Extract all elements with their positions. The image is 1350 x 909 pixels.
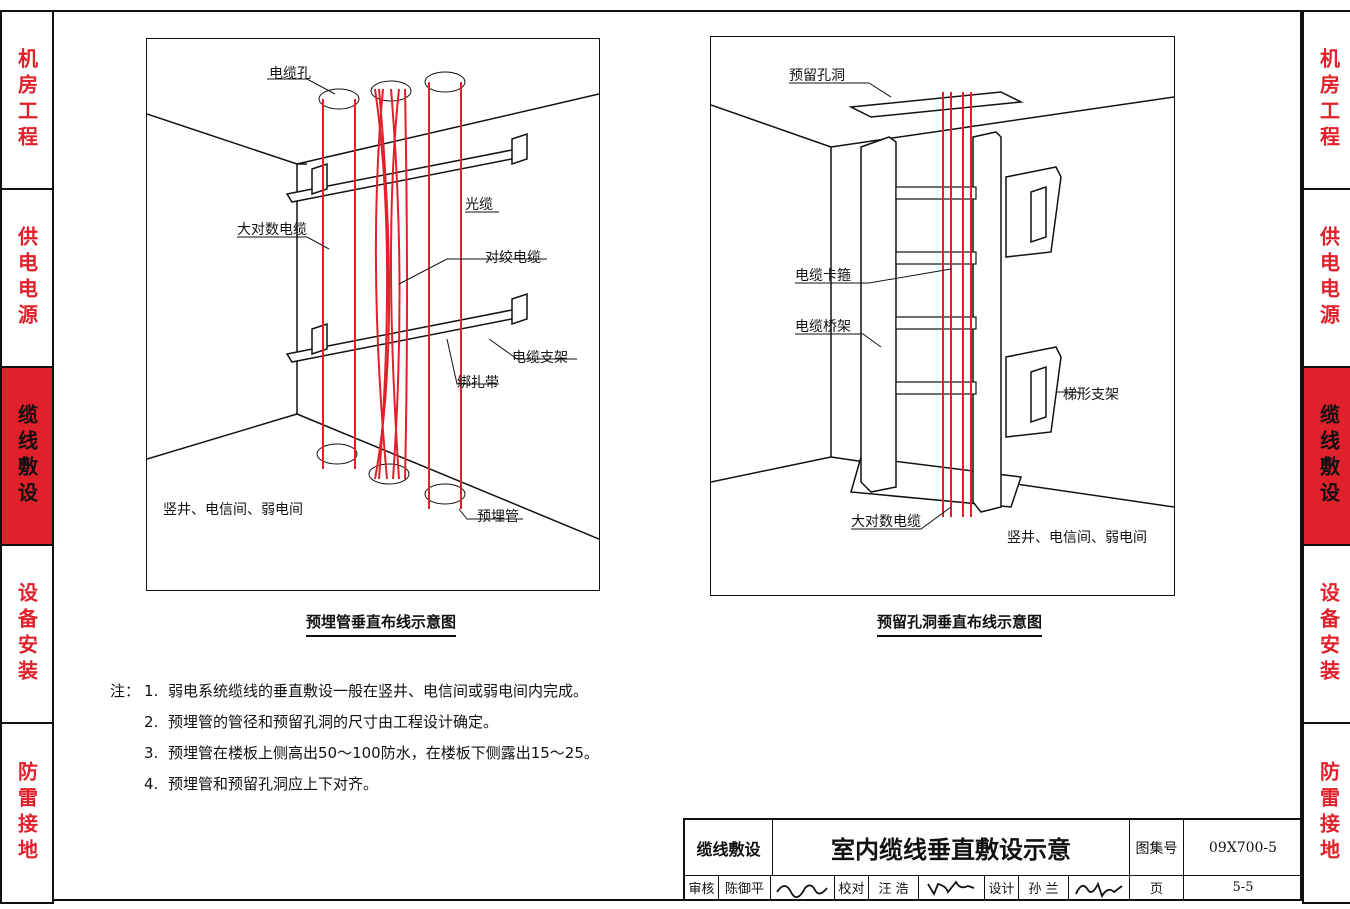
check-label: 校对: [835, 876, 869, 899]
designer-signature: [1069, 876, 1130, 899]
notes-block: 注： 1. 弱电系统缆线的垂直敷设一般在竖井、电信间或弱电间内完成。 2. 预埋…: [110, 676, 599, 800]
note-item: 2. 预埋管的管径和预留孔洞的尺寸由工程设计确定。: [144, 713, 499, 731]
note-item: 4. 预埋管和预留孔洞应上下对齐。: [144, 775, 379, 793]
reserved-hole-drawing: [711, 82, 1174, 530]
side-tab-power-supply[interactable]: 供电电源: [2, 190, 52, 368]
left-section-tabs: 机房工程 供电电源 缆线敷设 设备安装 防雷接地: [0, 10, 54, 904]
atlas-number-label: 图集号: [1130, 820, 1184, 876]
designer-name: 孙 兰: [1019, 876, 1069, 899]
side-tab-cable-laying[interactable]: 缆线敷设: [1304, 368, 1350, 546]
title-block: 缆线敷设 室内缆线垂直敷设示意 图集号 09X700-5 审核 陈御平 校对 汪…: [683, 818, 1302, 899]
label-cable-support: 电缆支架: [512, 350, 568, 366]
side-tab-equipment-install[interactable]: 设备安装: [1304, 546, 1350, 724]
reviewer-name: 陈御平: [719, 876, 771, 899]
label-embedded-pipe: 预埋管: [477, 509, 519, 525]
reviewer-signature: [771, 876, 835, 899]
label-twisted-pair-cable: 对绞电缆: [485, 250, 541, 266]
label-large-pair-cable: 大对数电缆: [237, 222, 307, 238]
label-cable-tie: 绑扎带: [457, 375, 499, 391]
label-large-pair-cable: 大对数电缆: [851, 514, 921, 530]
title-block-category: 缆线敷设: [685, 820, 773, 876]
label-cable-hole: 电缆孔: [269, 66, 311, 82]
side-tab-lightning-grounding[interactable]: 防雷接地: [1316, 761, 1341, 865]
label-reserved-hole: 预留孔洞: [789, 68, 845, 84]
reserved-hole-diagram: 预留孔洞 电缆卡箍 电缆桥架 梯形支架 大对数电缆 竖井、电信间、弱电间: [710, 36, 1175, 596]
side-tab-lightning-grounding[interactable]: 防雷接地: [14, 761, 39, 865]
side-tab-equipment-install[interactable]: 设备安装: [2, 546, 52, 724]
side-tab-power-supply[interactable]: 供电电源: [1304, 190, 1350, 368]
label-shaft-room: 竖井、电信间、弱电间: [1007, 530, 1147, 546]
review-label: 审核: [685, 876, 719, 899]
page-number: 5-5: [1232, 880, 1254, 895]
embedded-pipe-diagram: 电缆孔 大对数电缆 光缆 对绞电缆 电缆支架 绑扎带 竖井、电信间、弱电间 预埋…: [146, 38, 600, 591]
label-cable-clamp: 电缆卡箍: [795, 268, 851, 284]
note-item: 3. 预埋管在楼板上侧高出50～100防水，在楼板下侧露出15～25。: [144, 744, 599, 762]
checker-signature: [919, 876, 985, 899]
label-ladder-bracket: 梯形支架: [1063, 387, 1119, 403]
drawing-title: 室内缆线垂直敷设示意: [773, 820, 1130, 876]
left-diagram-caption: 预埋管垂直布线示意图: [306, 611, 457, 637]
label-cable-tray: 电缆桥架: [795, 319, 851, 335]
label-shaft-room: 竖井、电信间、弱电间: [163, 502, 303, 518]
embedded-pipe-drawing: [147, 71, 599, 540]
side-tab-cable-laying[interactable]: 缆线敷设: [2, 368, 52, 546]
design-label: 设计: [985, 876, 1019, 899]
right-diagram-caption: 预留孔洞垂直布线示意图: [877, 611, 1043, 637]
notes-prefix: 注：: [110, 682, 141, 700]
drawing-frame: [52, 10, 1302, 901]
note-item: 注： 1. 弱电系统缆线的垂直敷设一般在竖井、电信间或弱电间内完成。: [110, 676, 599, 707]
side-tab-machine-room[interactable]: 机房工程: [1304, 12, 1350, 190]
right-section-tabs: 机房工程 供电电源 缆线敷设 设备安装 防雷接地: [1302, 10, 1350, 904]
atlas-number: 09X700-5: [1184, 820, 1302, 876]
label-fiber-cable: 光缆: [465, 197, 493, 213]
side-tab-machine-room[interactable]: 机房工程: [2, 12, 52, 190]
page-label: 页: [1130, 876, 1184, 899]
checker-name: 汪 浩: [869, 876, 919, 899]
